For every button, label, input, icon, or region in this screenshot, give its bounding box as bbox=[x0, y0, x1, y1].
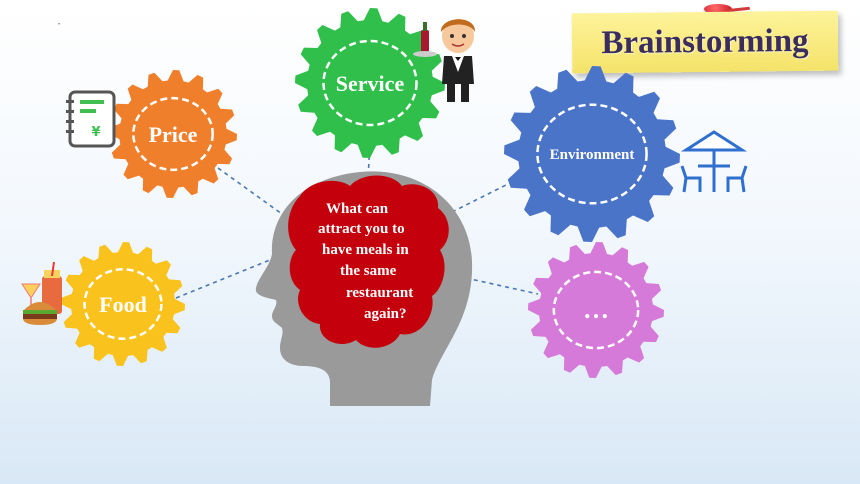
patio-table-icon bbox=[680, 130, 748, 193]
small-dot: • bbox=[58, 22, 61, 28]
gear-environment: Environment bbox=[504, 66, 680, 242]
burger-drink-icon bbox=[21, 261, 62, 325]
gear-label-food: Food bbox=[99, 292, 147, 317]
connector-more bbox=[465, 277, 539, 295]
gear-more: … bbox=[528, 242, 664, 378]
svg-text:¥: ¥ bbox=[91, 125, 100, 140]
menu-price-icon: ¥ bbox=[66, 90, 116, 148]
question-line-5: restaurant bbox=[346, 285, 413, 301]
connector-price bbox=[217, 167, 283, 215]
question-line-1: What can bbox=[326, 201, 389, 217]
gear-ring-food bbox=[83, 268, 163, 340]
waiter-icon bbox=[413, 19, 476, 102]
connector-food bbox=[175, 259, 271, 299]
brain-shape bbox=[288, 175, 449, 348]
gear-label-service: Service bbox=[336, 71, 405, 96]
gear-body-environment bbox=[504, 66, 680, 242]
gear-ring-environment bbox=[536, 103, 648, 205]
center-question: What can attract you to have meals in th… bbox=[318, 201, 413, 322]
gear-ring-more bbox=[552, 270, 640, 350]
gear-body-service bbox=[295, 8, 445, 158]
gear-price: Price bbox=[109, 70, 237, 198]
gear-label-price: Price bbox=[149, 122, 198, 147]
gear-service: Service bbox=[295, 8, 445, 158]
gear-ring-price bbox=[132, 96, 214, 172]
question-line-6: again? bbox=[364, 306, 407, 322]
question-line-3: have meals in bbox=[322, 242, 409, 258]
push-pin-icon bbox=[704, 4, 732, 14]
question-line-4: the same bbox=[340, 263, 397, 279]
question-line-2: attract you to bbox=[318, 221, 405, 237]
gear-body-food bbox=[61, 242, 185, 366]
gear-label-more: … bbox=[583, 295, 609, 324]
gear-label-environment: Environment bbox=[550, 147, 635, 163]
gear-body-price bbox=[109, 70, 237, 198]
gear-body-more bbox=[528, 242, 664, 378]
gear-food: Food bbox=[61, 242, 185, 366]
gear-ring-service bbox=[322, 39, 418, 127]
